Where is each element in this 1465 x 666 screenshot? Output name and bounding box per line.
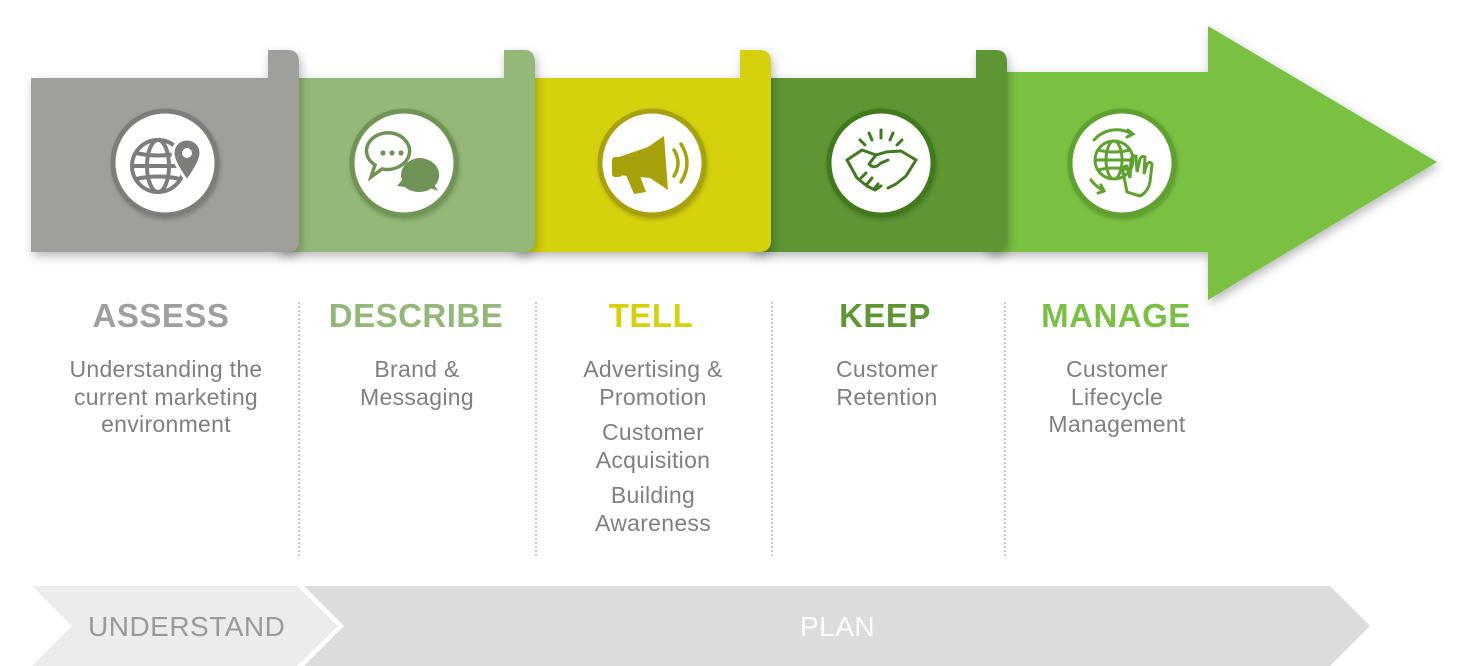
description-line: Management bbox=[1048, 411, 1186, 437]
stage-description-describe: Brand &Messaging bbox=[297, 356, 537, 411]
stage-title-manage: MANAGE bbox=[1041, 297, 1191, 334]
icon-badge-tell bbox=[597, 108, 707, 218]
column-divider bbox=[298, 302, 300, 556]
arrow-manage bbox=[985, 26, 1437, 300]
description-line: Customer bbox=[601, 419, 705, 445]
description-line: Advertising & bbox=[583, 356, 723, 382]
phase-chevron-understand bbox=[32, 586, 338, 666]
description-line: Customer bbox=[1065, 356, 1169, 382]
icon-badge-manage bbox=[1067, 108, 1177, 218]
stage-title-tell: TELL bbox=[608, 297, 694, 334]
description-line: Understanding the bbox=[69, 356, 263, 382]
column-divider bbox=[535, 302, 537, 556]
phase-chevron-plan bbox=[304, 586, 1370, 666]
description-line: Acquisition bbox=[595, 446, 711, 473]
stage-title-assess: ASSESS bbox=[92, 297, 230, 334]
description-line: Awareness bbox=[594, 509, 712, 536]
description-line: Messaging bbox=[360, 383, 474, 410]
column-divider bbox=[771, 302, 773, 556]
icon-badge-describe bbox=[349, 108, 459, 218]
globe-location-pin-icon bbox=[130, 137, 203, 194]
description-line: Retention bbox=[836, 383, 938, 410]
description-line: Building bbox=[610, 482, 696, 508]
description-gap bbox=[533, 474, 773, 482]
description-line: Lifecycle bbox=[1070, 383, 1164, 410]
icon-badge-keep bbox=[826, 108, 936, 218]
handshake-icon bbox=[845, 128, 918, 192]
globe-hand-cycle-icon bbox=[1089, 128, 1154, 198]
icon-badge-assess bbox=[110, 108, 220, 218]
description-line: Brand & bbox=[374, 356, 460, 382]
chat-bubbles-icon bbox=[364, 131, 440, 192]
description-line: Promotion bbox=[599, 383, 707, 410]
description-line: environment bbox=[101, 411, 231, 437]
phase-label-plan: PLAN bbox=[800, 611, 876, 642]
description-gap bbox=[533, 411, 773, 419]
description-line: current marketing bbox=[73, 383, 259, 410]
phase-label-understand: UNDERSTAND bbox=[88, 611, 286, 642]
description-line: Customer bbox=[835, 356, 939, 382]
stage-title-keep: KEEP bbox=[839, 297, 931, 334]
megaphone-icon bbox=[612, 136, 689, 194]
stage-title-describe: DESCRIBE bbox=[328, 297, 504, 334]
column-divider bbox=[1004, 302, 1006, 556]
